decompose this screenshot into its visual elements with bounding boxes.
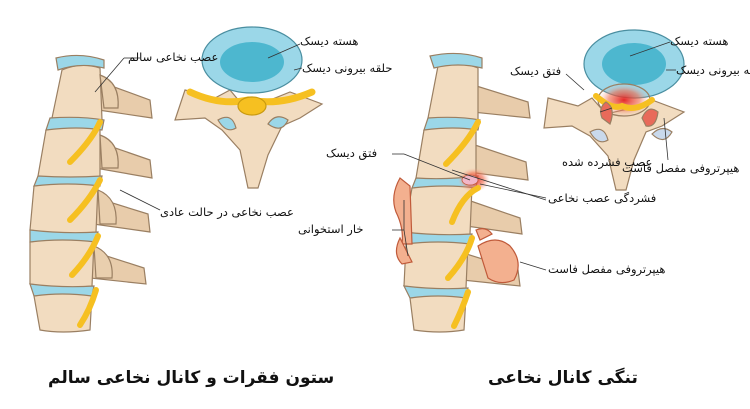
label-normal-nerve: عصب نخاعی در حالت عادی [160, 205, 294, 219]
label-facet-hypertrophy-top: هیپرتروفی مفصل فاست [622, 161, 740, 175]
stenosis-vertebra-top [543, 29, 686, 191]
label-facet-hypertrophy: هیپرتروفی مفصل فاست [548, 262, 666, 276]
caption-stenosis: تنگی کانال نخاعی [488, 368, 638, 388]
label-disc-herniation: فتق دیسک [326, 146, 378, 160]
label-nerve-compression: فشردگی عصب نخاعی [548, 191, 657, 205]
healthy-nerves [67, 119, 103, 328]
healthy-spine-side [29, 54, 153, 333]
stenosis-spine-side [393, 52, 531, 333]
label-disc-nucleus-right: هسته دیسک [670, 34, 729, 48]
caption-healthy: ستون فقرات و کانال نخاعی سالم [48, 368, 335, 388]
label-compressed-nerve: عصب فشرده شده [562, 155, 653, 169]
label-bone-spur: خار استخوانی [298, 222, 364, 236]
label-disc-herniation-top: فتق دیسک [510, 64, 562, 78]
label-healthy-nerve: عصب نخاعی سالم [128, 50, 219, 64]
vertebra-5 [33, 291, 93, 333]
vertebra-1 [51, 64, 103, 123]
vertebra-3 [29, 181, 99, 235]
facet-hypertrophy-side [477, 239, 519, 284]
healthy-vertebra-top [174, 26, 324, 189]
label-disc-outer-ring-left: حلقه بیرونی دیسک [302, 61, 393, 75]
disc [45, 116, 105, 131]
stenosis-nerves [443, 119, 481, 329]
label-disc-nucleus-left: هسته دیسک [300, 34, 359, 48]
label-disc-outer-ring-right: حلقه بیرونی دیسک [676, 63, 750, 77]
disc [33, 175, 103, 187]
